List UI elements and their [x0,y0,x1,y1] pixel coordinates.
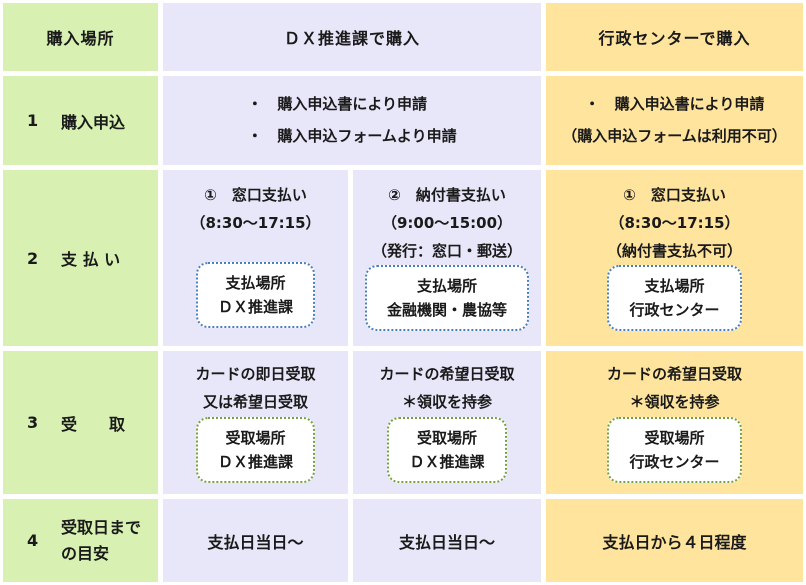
header-dx-division: ＤＸ推進課で購入 [163,3,541,71]
header-purchase-place-label: 購入場所 [46,29,115,48]
timeline-center-value: 支払日から４日程度 [602,532,747,552]
row-timeline-title-line2: の目安 [61,543,110,563]
payment-dx-slip-title: ② 納付書支払い [388,186,506,204]
receive-dx-window-line1: カードの即日受取 [195,365,316,383]
payment-place-label: 支払場所 [416,277,477,296]
row-apply-title: 購入申込 [61,112,126,132]
receive-dx-window-cell: カードの即日受取 又は希望日受取 受取場所 ＤＸ推進課 [163,351,348,494]
receive-center-cell: カードの希望日受取 ＊領収を持参 受取場所 行政センター [546,351,803,494]
timeline-center-cell: 支払日から４日程度 [546,499,803,582]
row-timeline-title-line1: 受取日まで [61,517,142,537]
timeline-dx-slip-cell: 支払日当日～ [353,499,541,582]
row-payment-label: 2 支 払 い [3,170,158,346]
payment-center-cell: ① 窓口支払い （8:30～17:15） （納付書支払不可） 支払場所 行政セン… [546,170,803,346]
timeline-dx-window-value: 支払日当日～ [207,532,304,552]
receive-dx-window-place-box: 受取場所 ＤＸ推進課 [195,416,315,483]
header-admin-center-label: 行政センターで購入 [598,29,751,48]
payment-place-name: 行政センター [629,301,720,320]
row-receive-label: 3 受 取 [3,351,158,494]
header-purchase-place: 購入場所 [3,3,158,71]
receive-dx-slip-place-box: 受取場所 ＤＸ推進課 [387,416,507,483]
timeline-dx-slip-value: 支払日当日～ [398,532,495,552]
receive-dx-window-line2: 又は希望日受取 [202,392,308,411]
row-payment-title: 支 払 い [61,250,121,269]
apply-center-note: （購入申込フォームは利用不可） [562,126,787,145]
receive-place-label: 受取場所 [225,428,286,447]
payment-dx-slip-place-box: 支払場所 金融機関・農協等 [364,265,529,332]
receive-dx-slip-cell: カードの希望日受取 ＊領収を持参 受取場所 ＤＸ推進課 [353,351,541,494]
payment-dx-slip-hours: （9:00～15:00） [381,213,513,232]
header-admin-center: 行政センターで購入 [546,3,803,71]
payment-dx-window-hours: （8:30～17:15） [190,213,321,232]
payment-place-name: 金融機関・農協等 [386,301,507,320]
payment-center-title: ① 窓口支払い [623,186,726,204]
apply-center-cell: ・ 購入申込書により申請 （購入申込フォームは利用不可） [546,76,803,165]
payment-place-label: 支払場所 [644,277,705,296]
apply-dx-bullets: ・ 購入申込書により申請 ・ 購入申込フォームより申請 [247,89,456,152]
receive-center-line1: カードの希望日受取 [606,365,742,383]
row-timeline-title: 受取日まで の目安 [61,515,141,566]
receive-place-label: 受取場所 [644,428,705,447]
row-apply-number: 1 [27,111,39,130]
receive-place-name: 行政センター [629,452,720,471]
header-dx-division-label: ＤＸ推進課で購入 [283,29,420,48]
row-receive-number: 3 [27,413,39,432]
receive-place-name: ＤＸ推進課 [409,452,485,471]
row-payment-number: 2 [27,248,39,268]
apply-center-bullet-1: ・ 購入申込書により申請 [584,95,765,113]
row-receive-title: 受 取 [61,414,126,434]
apply-dx-bullet-1: ・ 購入申込書により申請 [247,95,428,113]
payment-dx-slip-cell: ② 納付書支払い （9:00～15:00） （発行：窓口・郵送） 支払場所 金融… [353,170,541,346]
apply-dx-bullet-2: ・ 購入申込フォームより申請 [247,126,457,145]
row-timeline-number: 4 [27,531,39,550]
receive-center-place-box: 受取場所 行政センター [607,416,742,483]
payment-center-place-box: 支払場所 行政センター [607,265,742,332]
receive-dx-slip-line1: カードの希望日受取 [379,365,515,383]
payment-place-label: 支払場所 [225,274,286,292]
payment-dx-slip-note: （発行：窓口・郵送） [371,241,522,260]
payment-dx-window-title: ① 窓口支払い [204,186,307,204]
apply-center-lines: ・ 購入申込書により申請 （購入申込フォームは利用不可） [562,89,787,152]
row-apply-label: 1 購入申込 [3,76,158,165]
receive-place-name: ＤＸ推進課 [217,452,293,471]
payment-center-note: （納付書支払不可） [606,241,742,260]
timeline-dx-window-cell: 支払日当日～ [163,499,348,582]
receive-center-line2: ＊領収を持参 [629,392,720,411]
receive-place-label: 受取場所 [416,428,477,447]
payment-center-hours: （8:30～17:15） [609,213,740,232]
apply-dx-cell: ・ 購入申込書により申請 ・ 購入申込フォームより申請 [163,76,541,165]
payment-place-name: ＤＸ推進課 [217,298,293,316]
payment-dx-window-cell: ① 窓口支払い （8:30～17:15） 支払場所 ＤＸ推進課 [163,170,348,346]
payment-dx-window-place-box: 支払場所 ＤＸ推進課 [195,262,315,328]
receive-dx-slip-line2: ＊領収を持参 [401,392,492,411]
row-timeline-label: 4 受取日まで の目安 [3,499,158,582]
